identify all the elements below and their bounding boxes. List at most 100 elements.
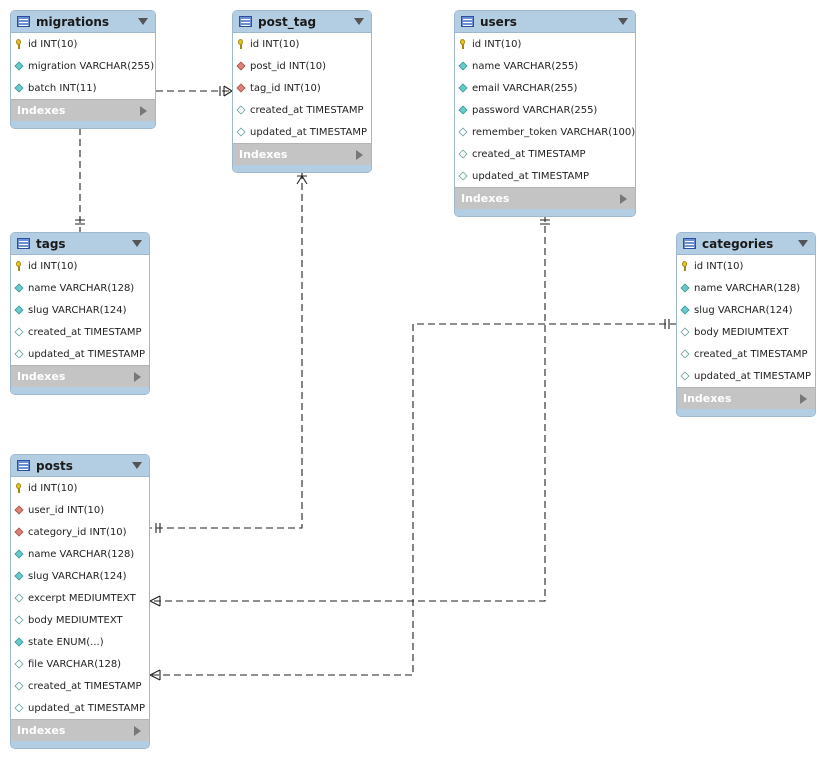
table-categories[interactable]: categories id INT(10) name VARCHAR(128)slu… [676, 232, 816, 417]
indexes-section[interactable]: Indexes [11, 99, 155, 121]
column-row[interactable]: updated_at TIMESTAMP [11, 697, 149, 719]
column-label: id INT(10) [694, 260, 744, 272]
column-row[interactable]: state ENUM(...) [11, 631, 149, 653]
column-row[interactable]: body MEDIUMTEXT [677, 321, 815, 343]
column-row[interactable]: id INT(10) [11, 33, 155, 55]
column-label: email VARCHAR(255) [472, 82, 578, 94]
column-row[interactable]: slug VARCHAR(124) [11, 565, 149, 587]
expand-arrow-icon[interactable] [356, 150, 363, 160]
column-label: user_id INT(10) [28, 504, 105, 516]
table-header[interactable]: categories [677, 233, 815, 255]
nullable-column-icon [680, 371, 690, 381]
column-label: updated_at TIMESTAMP [28, 348, 145, 360]
column-row[interactable]: excerpt MEDIUMTEXT [11, 587, 149, 609]
expand-arrow-icon[interactable] [134, 372, 141, 382]
table-icon [239, 16, 252, 27]
column-row[interactable]: created_at TIMESTAMP [677, 343, 815, 365]
rel-post-tag-posts [150, 172, 303, 529]
many-marker-post-tag-bottom [296, 175, 308, 185]
column-row[interactable]: name VARCHAR(128) [11, 277, 149, 299]
primary-key-icon [15, 483, 23, 493]
indexes-section[interactable]: Indexes [11, 719, 149, 741]
column-row[interactable]: slug VARCHAR(124) [11, 299, 149, 321]
column-row[interactable]: id INT(10) [455, 33, 635, 55]
table-footer-bar [11, 741, 149, 748]
not-null-column-icon [14, 571, 24, 581]
column-row[interactable]: created_at TIMESTAMP [233, 99, 371, 121]
nullable-column-icon [458, 149, 468, 159]
collapse-caret-icon[interactable] [132, 462, 142, 469]
column-label: file VARCHAR(128) [28, 658, 122, 670]
column-row[interactable]: slug VARCHAR(124) [677, 299, 815, 321]
column-row[interactable]: id INT(10) [677, 255, 815, 277]
column-label: slug VARCHAR(124) [28, 304, 127, 316]
column-row[interactable]: body MEDIUMTEXT [11, 609, 149, 631]
table-header[interactable]: tags [11, 233, 149, 255]
table-header[interactable]: post_tag [233, 11, 371, 33]
indexes-section[interactable]: Indexes [233, 143, 371, 165]
column-row[interactable]: created_at TIMESTAMP [11, 675, 149, 697]
expand-arrow-icon[interactable] [140, 106, 147, 116]
column-row[interactable]: tag_id INT(10) [233, 77, 371, 99]
indexes-label: Indexes [17, 370, 66, 383]
column-row[interactable]: created_at TIMESTAMP [11, 321, 149, 343]
not-null-column-icon [680, 305, 690, 315]
column-row[interactable]: batch INT(11) [11, 77, 155, 99]
column-label: body MEDIUMTEXT [694, 326, 789, 338]
column-row[interactable]: updated_at TIMESTAMP [677, 365, 815, 387]
many-marker-posts-categories [149, 669, 161, 681]
column-row[interactable]: remember_token VARCHAR(100) [455, 121, 635, 143]
column-row[interactable]: post_id INT(10) [233, 55, 371, 77]
column-row[interactable]: file VARCHAR(128) [11, 653, 149, 675]
nullable-column-icon [458, 171, 468, 181]
many-marker-post-tag [223, 85, 233, 97]
expand-arrow-icon[interactable] [620, 194, 627, 204]
column-row[interactable]: name VARCHAR(128) [677, 277, 815, 299]
one-marker-post-tag [219, 86, 225, 96]
table-icon [17, 238, 30, 249]
collapse-caret-icon[interactable] [618, 18, 628, 25]
column-row[interactable]: updated_at TIMESTAMP [455, 165, 635, 187]
column-row[interactable]: user_id INT(10) [11, 499, 149, 521]
expand-arrow-icon[interactable] [800, 394, 807, 404]
table-icon [17, 460, 30, 471]
table-users[interactable]: users id INT(10) name VARCHAR(255) email VA… [454, 10, 636, 217]
nullable-column-icon [680, 349, 690, 359]
table-header[interactable]: users [455, 11, 635, 33]
indexes-section[interactable]: Indexes [455, 187, 635, 209]
column-row[interactable]: name VARCHAR(128) [11, 543, 149, 565]
indexes-section[interactable]: Indexes [677, 387, 815, 409]
table-name: categories [702, 236, 774, 251]
column-row[interactable]: updated_at TIMESTAMP [233, 121, 371, 143]
collapse-caret-icon[interactable] [798, 240, 808, 247]
one-marker-posts-post-tag [155, 523, 161, 533]
column-row[interactable]: id INT(10) [11, 255, 149, 277]
column-row[interactable]: created_at TIMESTAMP [455, 143, 635, 165]
not-null-column-icon [14, 283, 24, 293]
column-row[interactable]: name VARCHAR(255) [455, 55, 635, 77]
column-label: id INT(10) [250, 38, 300, 50]
expand-arrow-icon[interactable] [134, 726, 141, 736]
column-row[interactable]: password VARCHAR(255) [455, 99, 635, 121]
column-label: id INT(10) [472, 38, 522, 50]
column-row[interactable]: id INT(10) [11, 477, 149, 499]
indexes-section[interactable]: Indexes [11, 365, 149, 387]
column-row[interactable]: email VARCHAR(255) [455, 77, 635, 99]
column-row[interactable]: id INT(10) [233, 33, 371, 55]
column-label: slug VARCHAR(124) [28, 570, 127, 582]
table-header[interactable]: migrations [11, 11, 155, 33]
table-header[interactable]: posts [11, 455, 149, 477]
column-row[interactable]: category_id INT(10) [11, 521, 149, 543]
column-label: created_at TIMESTAMP [250, 104, 364, 116]
column-row[interactable]: updated_at TIMESTAMP [11, 343, 149, 365]
collapse-caret-icon[interactable] [138, 18, 148, 25]
table-footer-bar [11, 121, 155, 128]
one-marker-tags [75, 219, 85, 225]
collapse-caret-icon[interactable] [354, 18, 364, 25]
collapse-caret-icon[interactable] [132, 240, 142, 247]
column-row[interactable]: migration VARCHAR(255) [11, 55, 155, 77]
